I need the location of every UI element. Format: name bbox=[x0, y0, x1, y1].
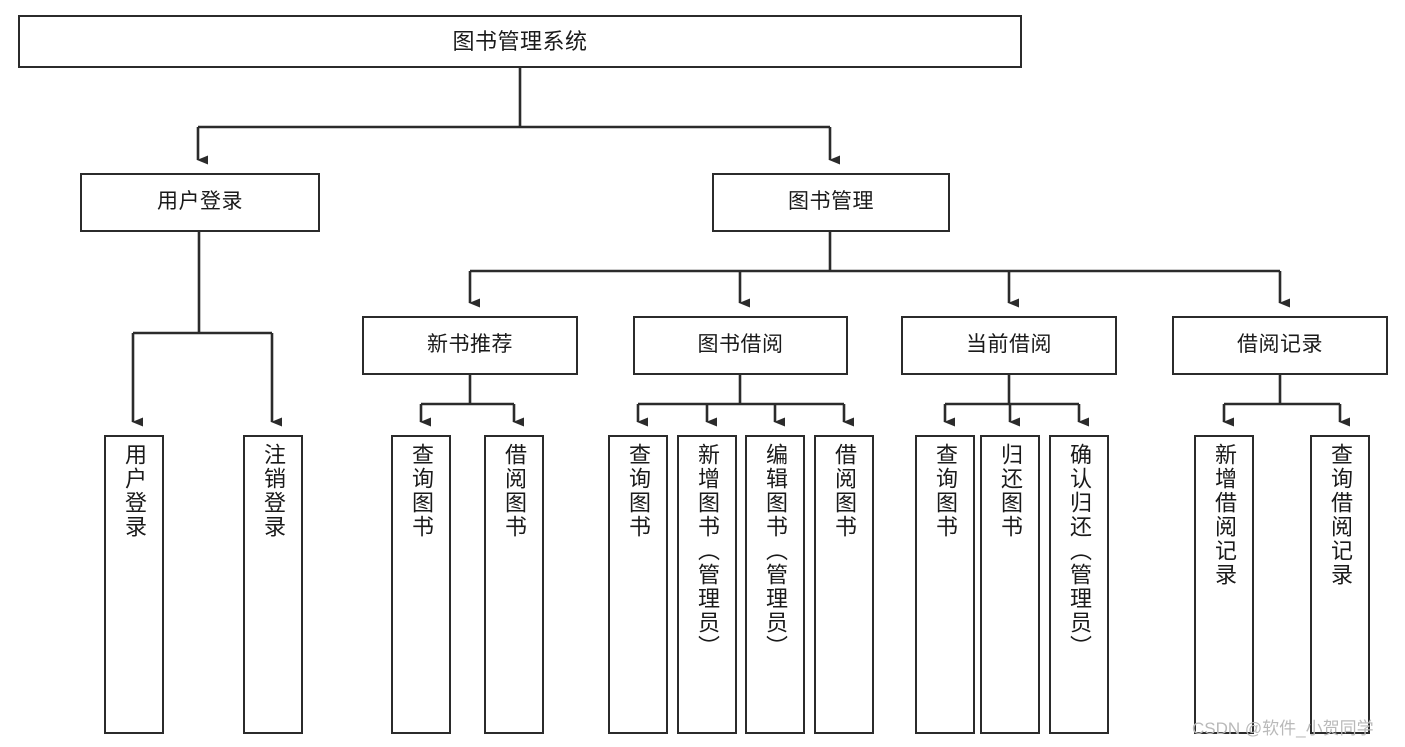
node-current-borrow-label: 当前借阅 bbox=[966, 333, 1052, 357]
node-current-borrow[interactable]: 当前借阅 bbox=[901, 316, 1117, 375]
leaf-node[interactable]: 查询图书 bbox=[391, 435, 451, 734]
node-user-login-label: 用户登录 bbox=[157, 190, 243, 214]
leaf-node-label: 用户登录 bbox=[122, 443, 147, 539]
leaf-node[interactable]: 用户登录 bbox=[104, 435, 164, 734]
node-book-management[interactable]: 图书管理 bbox=[712, 173, 950, 232]
leaf-node[interactable]: 新增借阅记录 bbox=[1194, 435, 1254, 734]
leaf-node[interactable]: 归还图书 bbox=[980, 435, 1040, 734]
leaf-node-label: 借阅图书 bbox=[832, 443, 857, 539]
leaf-node-label: 新增图书（管理员） bbox=[695, 443, 720, 659]
node-new-book-recommend[interactable]: 新书推荐 bbox=[362, 316, 578, 375]
leaf-node-label: 注销登录 bbox=[261, 443, 286, 539]
node-root-label: 图书管理系统 bbox=[452, 28, 588, 54]
leaf-node-label: 归还图书 bbox=[998, 443, 1023, 539]
leaf-node[interactable]: 注销登录 bbox=[243, 435, 303, 734]
leaf-node[interactable]: 借阅图书 bbox=[484, 435, 544, 734]
node-book-borrow-label: 图书借阅 bbox=[697, 333, 784, 357]
leaf-node[interactable]: 借阅图书 bbox=[814, 435, 874, 734]
leaf-node[interactable]: 新增图书（管理员） bbox=[677, 435, 737, 734]
leaf-node-label: 编辑图书（管理员） bbox=[763, 443, 788, 659]
node-root[interactable]: 图书管理系统 bbox=[18, 15, 1022, 68]
leaf-node-label: 新增借阅记录 bbox=[1212, 443, 1237, 587]
node-borrow-record-label: 借阅记录 bbox=[1237, 333, 1323, 357]
leaf-node-label: 查询图书 bbox=[409, 443, 434, 539]
node-new-book-recommend-label: 新书推荐 bbox=[427, 333, 513, 357]
leaf-node[interactable]: 确认归还（管理员） bbox=[1049, 435, 1109, 734]
node-user-login[interactable]: 用户登录 bbox=[80, 173, 320, 232]
leaf-node[interactable]: 编辑图书（管理员） bbox=[745, 435, 805, 734]
watermark: CSDN @软件_小贺同学 bbox=[1192, 719, 1374, 738]
node-book-management-label: 图书管理 bbox=[788, 190, 874, 214]
leaf-node-label: 确认归还（管理员） bbox=[1067, 443, 1092, 659]
leaf-node-label: 查询图书 bbox=[933, 443, 958, 539]
leaf-node[interactable]: 查询图书 bbox=[915, 435, 975, 734]
node-borrow-record[interactable]: 借阅记录 bbox=[1172, 316, 1388, 375]
leaf-node[interactable]: 查询图书 bbox=[608, 435, 668, 734]
leaf-node-label: 查询借阅记录 bbox=[1328, 443, 1353, 587]
leaf-node-label: 查询图书 bbox=[626, 443, 651, 539]
leaf-node[interactable]: 查询借阅记录 bbox=[1310, 435, 1370, 734]
node-book-borrow[interactable]: 图书借阅 bbox=[633, 316, 848, 375]
leaf-node-label: 借阅图书 bbox=[502, 443, 527, 539]
